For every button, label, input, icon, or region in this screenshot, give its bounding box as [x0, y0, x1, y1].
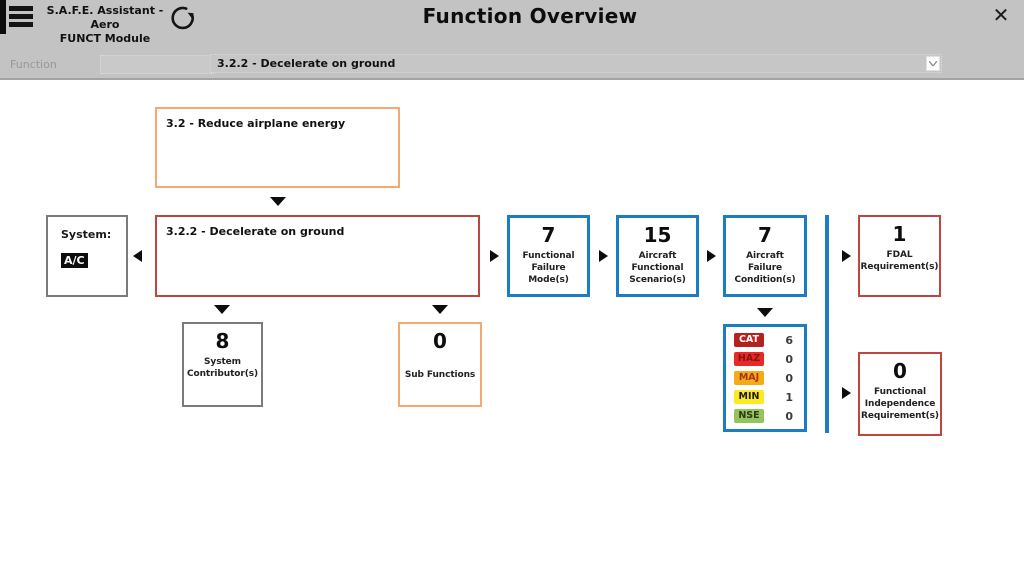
close-button[interactable]: ✕	[988, 2, 1014, 28]
refresh-button[interactable]	[169, 4, 197, 32]
fdal-requirements-box[interactable]: 1 FDAL Requirement(s)	[858, 215, 941, 297]
arrow-right-icon	[842, 387, 851, 399]
arrow-down-icon	[432, 305, 448, 314]
app-title-line1: S.A.F.E. Assistant - Aero	[46, 4, 164, 31]
close-icon: ✕	[992, 3, 1010, 27]
severity-count-maj: 0	[785, 371, 793, 385]
chevron-down-icon	[929, 61, 937, 66]
aircraft-failure-conditions-box[interactable]: 7 Aircraft Failure Condition(s)	[723, 215, 807, 297]
function-filter-input[interactable]	[100, 55, 214, 74]
sub-functions-box[interactable]: 0 Sub Functions	[398, 322, 482, 407]
severity-badge-haz: HAZ	[734, 352, 764, 366]
page-title: Function Overview	[422, 4, 638, 28]
functional-failure-modes-box[interactable]: 7 Functional Failure Mode(s)	[507, 215, 590, 297]
arrow-right-icon	[707, 250, 716, 262]
arrow-down-icon	[270, 197, 286, 206]
arrow-right-icon	[842, 250, 851, 262]
current-function-box[interactable]: 3.2.2 - Decelerate on ground	[155, 215, 480, 297]
severity-row-min: MIN 1	[734, 390, 796, 404]
severity-count-haz: 0	[785, 352, 793, 366]
stat-label: System Contributor(s)	[187, 357, 258, 379]
function-select[interactable]: 3.2.2 - Decelerate on ground	[210, 54, 942, 73]
parent-function-box[interactable]: 3.2 - Reduce airplane energy	[155, 107, 400, 188]
hamburger-menu-icon[interactable]	[9, 6, 33, 28]
parent-function-title: 3.2 - Reduce airplane energy	[166, 117, 346, 130]
function-select-value: 3.2.2 - Decelerate on ground	[217, 57, 396, 70]
function-field-label: Function	[10, 58, 57, 71]
stat-label: Sub Functions	[404, 370, 476, 380]
stat-label: FDAL Requirement(s)	[860, 250, 939, 272]
app-title-line2: FUNCT Module	[59, 32, 151, 45]
stat-count: 8	[215, 329, 230, 353]
stat-count: 7	[758, 223, 772, 247]
system-box[interactable]: System: A/C	[46, 215, 128, 297]
functional-independence-requirements-box[interactable]: 0 Functional Independence Requirement(s)	[858, 352, 942, 436]
stat-count: 0	[433, 329, 447, 353]
system-contributors-box[interactable]: 8 System Contributor(s)	[182, 322, 263, 407]
arrow-left-icon	[133, 250, 142, 262]
stat-count: 0	[893, 359, 907, 383]
stat-label: Aircraft Failure Condition(s)	[734, 251, 796, 285]
stat-count: 15	[643, 223, 672, 247]
aircraft-functional-scenarios-box[interactable]: 15 Aircraft Functional Scenario(s)	[616, 215, 699, 297]
stat-count: 1	[892, 222, 907, 246]
severity-count-min: 1	[785, 390, 793, 404]
severity-badge-nse: NSE	[734, 409, 764, 423]
refresh-icon	[171, 6, 194, 30]
severity-row-haz: HAZ 0	[734, 352, 796, 366]
arrow-down-icon	[757, 308, 773, 317]
current-function-title: 3.2.2 - Decelerate on ground	[166, 225, 345, 238]
system-label: System:	[61, 228, 112, 241]
severity-breakdown-table[interactable]: CAT 6 HAZ 0 MAJ 0 MIN 1 NSE 0	[723, 324, 807, 432]
app-title: S.A.F.E. Assistant - Aero FUNCT Module	[36, 4, 174, 46]
severity-row-maj: MAJ 0	[734, 371, 796, 385]
blue-divider-line	[825, 215, 829, 433]
stat-label: Aircraft Functional Scenario(s)	[629, 251, 686, 285]
arrow-right-icon	[599, 250, 608, 262]
stat-label: Functional Independence Requirement(s)	[861, 387, 939, 421]
stat-label: Functional Failure Mode(s)	[522, 251, 575, 285]
stat-count: 7	[541, 223, 556, 247]
left-edge-mark	[0, 0, 6, 34]
arrow-right-icon	[490, 250, 499, 262]
system-value: A/C	[61, 253, 88, 268]
severity-count-nse: 0	[785, 409, 793, 423]
severity-row-cat: CAT 6	[734, 333, 796, 347]
arrow-down-icon	[214, 305, 230, 314]
severity-badge-maj: MAJ	[734, 371, 764, 385]
severity-badge-cat: CAT	[734, 333, 764, 347]
header-bar: S.A.F.E. Assistant - Aero FUNCT Module F…	[0, 0, 1024, 80]
severity-badge-min: MIN	[734, 390, 764, 404]
severity-row-nse: NSE 0	[734, 409, 796, 423]
severity-count-cat: 6	[785, 333, 793, 347]
function-select-dropdown-button[interactable]	[926, 56, 940, 71]
